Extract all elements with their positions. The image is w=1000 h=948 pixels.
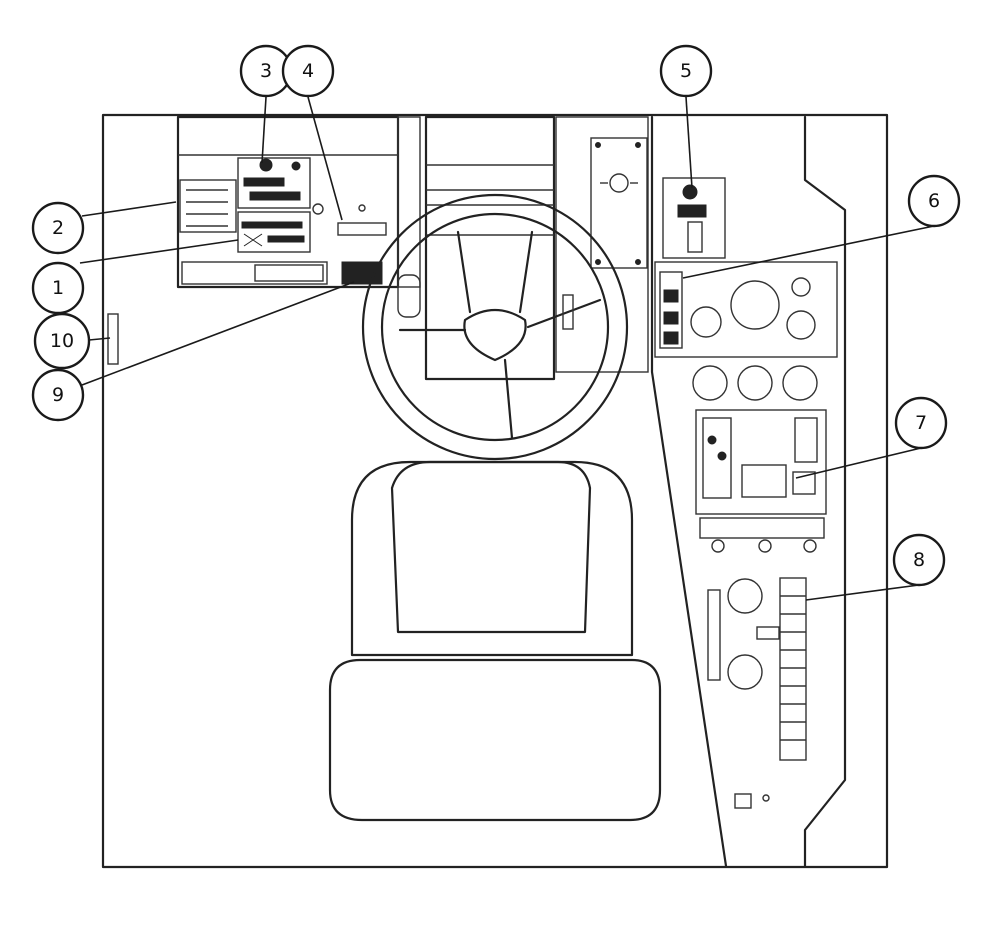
callout-10-label: 10 (50, 330, 74, 352)
callout-10: 10 (33, 312, 91, 370)
center-pedal-area (424, 115, 649, 381)
leader-lines (79, 96, 935, 601)
callout-9: 9 (31, 368, 85, 422)
callout-4: 4 (281, 44, 335, 98)
left-dash-panel (176, 115, 421, 289)
callout-6: 6 (907, 174, 961, 228)
steering-wheel (361, 193, 629, 461)
callout-2: 2 (31, 201, 85, 255)
callout-1-label: 1 (52, 277, 64, 299)
right-console (650, 115, 847, 868)
callout-2-label: 2 (52, 217, 64, 239)
callout-6-label: 6 (928, 190, 940, 212)
gauges-upper (690, 277, 818, 401)
item-8-switch-bank (707, 577, 807, 809)
callout-1: 1 (31, 261, 85, 315)
callout-8: 8 (892, 533, 946, 587)
callout-5-label: 5 (680, 60, 692, 82)
callout-8-label: 8 (913, 549, 925, 571)
operator-seat (328, 460, 662, 822)
callout-7-label: 7 (915, 412, 927, 434)
callout-4-label: 4 (302, 60, 314, 82)
callout-5: 5 (659, 44, 713, 98)
callout-7: 7 (894, 396, 948, 450)
cab-outline (101, 113, 889, 869)
item-6-switch-stack (659, 271, 683, 349)
item-7-panel (695, 409, 827, 553)
callout-9-label: 9 (52, 384, 64, 406)
item-5-control (662, 177, 726, 259)
callout-3-label: 3 (260, 60, 272, 82)
item-10-door-latch (107, 313, 119, 365)
left-dash-switches (179, 157, 387, 285)
